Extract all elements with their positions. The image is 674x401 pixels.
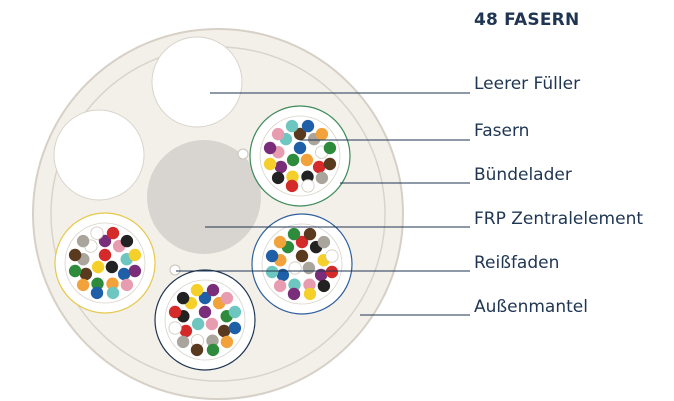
fiber (190, 343, 204, 357)
fiber (293, 141, 307, 155)
fiber (220, 335, 234, 349)
fiber (317, 235, 331, 249)
fiber (303, 287, 317, 301)
fiber (323, 141, 337, 155)
fiber (76, 234, 90, 248)
fiber (303, 278, 316, 291)
buffer-tube-blue (251, 213, 353, 315)
fiber (206, 283, 220, 297)
fiber (106, 226, 120, 240)
fiber (198, 305, 212, 319)
fiber (91, 277, 104, 290)
fiber (317, 279, 331, 293)
fiber (287, 287, 301, 301)
buffer-tube-navy (154, 269, 256, 371)
fiber (286, 170, 299, 183)
fiber (91, 260, 105, 274)
fiber (90, 226, 104, 240)
ripcord-right (237, 148, 249, 160)
fiber (176, 335, 190, 349)
fiber (198, 291, 212, 305)
fiber (312, 160, 326, 174)
fiber (168, 305, 182, 319)
fiber (276, 268, 290, 282)
fiber (325, 265, 339, 279)
fiber (323, 157, 337, 171)
empty-filler-left (53, 109, 145, 201)
label-outer-jacket: Außenmantel (474, 297, 588, 317)
label-fibers: Fasern (474, 121, 530, 141)
fiber (68, 248, 82, 262)
fiber (288, 278, 301, 291)
fiber (273, 279, 287, 293)
fiber (179, 324, 193, 338)
fiber (285, 119, 299, 133)
fiber (285, 179, 299, 193)
fiber (106, 277, 119, 290)
fiber (273, 235, 287, 249)
fiber (98, 234, 112, 248)
fiber (206, 334, 219, 347)
fiber (300, 153, 314, 167)
fiber (263, 157, 277, 171)
fiber (98, 248, 112, 262)
fiber (105, 260, 119, 274)
leader-lines (176, 92, 470, 316)
fiber (315, 171, 329, 185)
ripcord-left (169, 264, 181, 276)
fiber (263, 141, 277, 155)
label-frp-central-member: FRP Zentralelement (474, 209, 644, 229)
fiber (301, 119, 315, 133)
fiber (168, 321, 182, 335)
fiber (265, 265, 279, 279)
fiber (205, 317, 219, 331)
fiber (303, 227, 317, 241)
fiber (76, 278, 90, 292)
fiber (191, 317, 205, 331)
fiber (106, 286, 120, 300)
fiber (190, 283, 204, 297)
fiber (293, 127, 307, 141)
fiber (228, 305, 242, 319)
fiber (274, 160, 288, 174)
frp-central-member (147, 140, 261, 254)
fiber (206, 343, 220, 357)
fiber (302, 261, 316, 275)
fiber (295, 235, 309, 249)
fiber (228, 321, 242, 335)
label-buffer-tube: Bündelader (474, 165, 572, 185)
buffer-tube-yellow (54, 212, 156, 314)
fiber (128, 248, 142, 262)
label-ripcord: Reißfaden (474, 253, 560, 273)
label-empty-filler: Leerer Füller (474, 74, 581, 94)
fiber (68, 264, 82, 278)
buffer-tube-green (249, 105, 351, 207)
fiber (286, 153, 300, 167)
fiber (301, 179, 315, 193)
fiber (90, 286, 104, 300)
fiber (295, 249, 309, 263)
fibers-layer (68, 119, 339, 357)
fiber (265, 249, 279, 263)
fiber-count-title: 48 FASERN (474, 10, 580, 30)
fiber (128, 264, 142, 278)
fiber (288, 261, 302, 275)
fiber (120, 234, 134, 248)
fiber (176, 291, 190, 305)
fiber (120, 278, 134, 292)
fiber (325, 249, 339, 263)
empty-filler-top (151, 36, 243, 128)
fiber (301, 170, 314, 183)
fiber (315, 127, 329, 141)
fiber (217, 324, 231, 338)
fiber (271, 171, 285, 185)
fiber (117, 267, 131, 281)
fiber (220, 291, 234, 305)
fiber (287, 227, 301, 241)
fiber (79, 267, 93, 281)
fiber (314, 268, 328, 282)
fiber (271, 127, 285, 141)
